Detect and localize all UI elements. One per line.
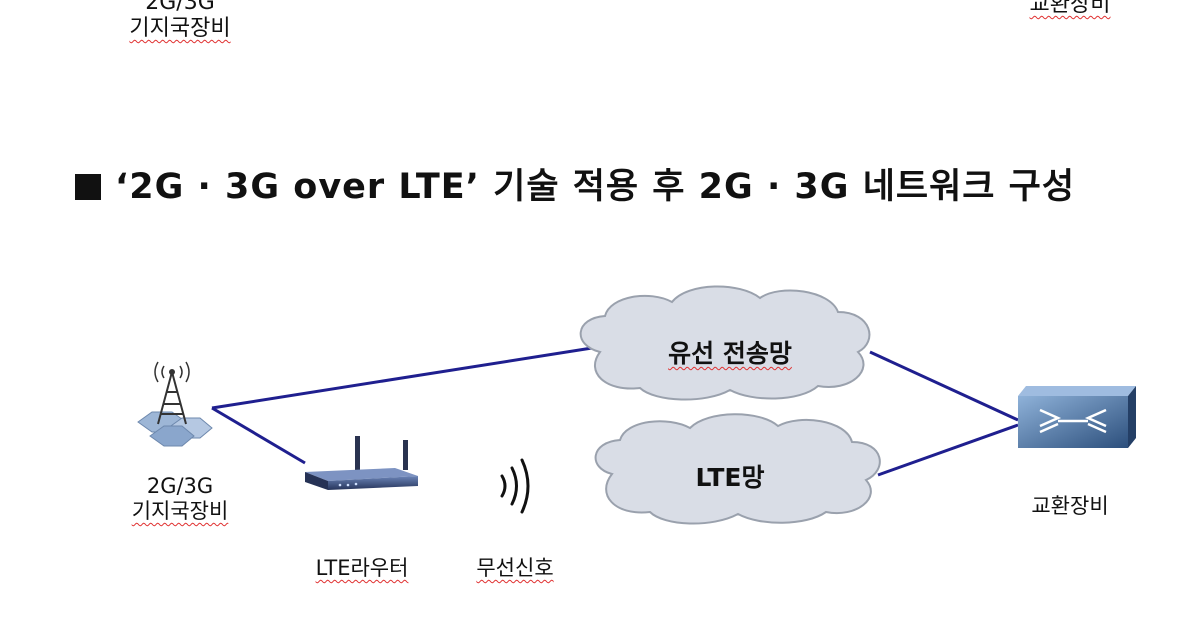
top-base-station-line1: 2G/3G [145,0,215,15]
wireless-label: 무선신호 [476,556,554,580]
base-station-label: 2G/3G 기지국장비 [105,474,255,524]
top-switch-label: 교환장비 [1029,0,1111,17]
top-base-station-line2: 기지국장비 [129,16,231,41]
wired-cloud-label: 유선 전송망 [668,339,792,368]
link-tower-to-wired [211,346,593,410]
heading-text: ‘2G · 3G over LTE’ 기술 적용 후 2G · 3G 네트워크 … [115,167,1076,207]
square-bullet-icon [75,174,101,200]
link-tower-to-router [211,406,306,465]
base-station-label-line1: 2G/3G [146,474,214,498]
router-label: LTE라우터 [315,556,409,580]
cell-tower-icon [137,361,213,447]
wired-network-cloud [579,285,871,401]
router-icon [305,436,418,490]
link-wired-to-switch [869,350,1019,422]
wireless-signal-icon [500,458,530,514]
links [211,346,1019,477]
switch-label: 교환장비 [1031,494,1109,518]
link-lte-to-switch [877,423,1019,477]
lte-cloud-label: LTE망 [695,463,765,492]
base-station-label-line2: 기지국장비 [131,499,229,523]
lte-network-cloud [594,413,881,525]
top-base-station-label: 2G/3G 기지국장비 [100,0,260,42]
switch-equipment-icon [1018,386,1136,448]
section-heading: ‘2G · 3G over LTE’ 기술 적용 후 2G · 3G 네트워크 … [75,158,1075,209]
